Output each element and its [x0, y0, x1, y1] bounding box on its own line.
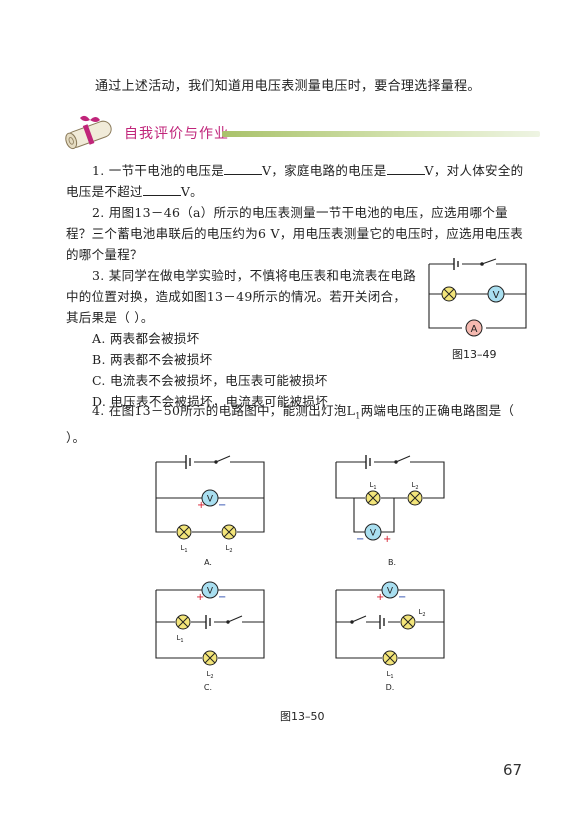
question-3-stem: 3. 某同学在做电学实验时，不慎将电压表和电流表在电路中的位置对换，造成如图13…	[66, 268, 417, 325]
circuit-c: V + − L1 L2 C.	[155, 581, 265, 692]
circuit-d: V + − L2 L1 D.	[335, 581, 445, 692]
q1-text-a: 1. 一节干电池的电压是	[92, 163, 224, 178]
section-divider	[222, 131, 540, 137]
question-2: 2. 用图13－46（a）所示的电压表测量一节干电池的电压，应选用哪个量程？三个…	[66, 205, 524, 262]
q1-blank-3	[142, 183, 181, 196]
scroll-icon	[65, 115, 112, 150]
fig50-caption: 图13–50	[280, 710, 325, 723]
circuit-b-minus: −	[356, 534, 364, 545]
fig49-ammeter-label: A	[471, 324, 478, 335]
page-number: 67	[503, 761, 523, 779]
fig49-ammeter	[465, 319, 483, 337]
fig49-voltmeter-label: V	[493, 290, 500, 301]
circuit-a-lamp-2	[221, 524, 237, 540]
circuit-c-lamp-1	[175, 614, 191, 630]
q3-option-c: C. 电流表不会被损坏，电压表可能被损坏	[92, 373, 328, 388]
circuit-c-meter: V	[207, 587, 214, 597]
circuit-c-label: C.	[204, 683, 212, 692]
q1-text-c: V，对人体安全的电压是不超过	[66, 163, 524, 199]
question-3-options: A. 两表都会被损坏 B. 两表都不会被损坏 C. 电流表不会被损坏，电压表可能…	[92, 328, 328, 412]
circuit-b-plus: +	[383, 534, 391, 545]
circuit-c-lamp-2-label: L2	[206, 670, 213, 680]
circuit-d-plus: +	[376, 592, 384, 603]
circuit-a-meter: V	[207, 495, 214, 505]
circuit-c-lamp-2	[202, 650, 218, 666]
circuit-a-lamp-1-label: L1	[180, 544, 187, 554]
q4-text-a: 4. 在图13－50所示的电路图中，能测出灯泡L	[92, 403, 356, 418]
circuit-a-label: A.	[204, 558, 212, 567]
q3-option-b: B. 两表都不会被损坏	[92, 352, 213, 367]
section-header: 自我评价与作业	[60, 112, 540, 152]
fig49-caption: 图13–49	[452, 348, 497, 361]
q1-blank-2	[386, 162, 425, 175]
q1-text-b: V，家庭电路的电压是	[262, 163, 387, 178]
q4-text-b: 两端电压的正确电路图是（ ）。	[66, 403, 515, 445]
circuit-b-lamp-1-label: L1	[369, 481, 376, 491]
q3-option-a: A. 两表都会被损坏	[92, 331, 200, 346]
section-title: 自我评价与作业	[124, 126, 229, 142]
circuit-a-minus: −	[218, 500, 226, 511]
fig49-lamp	[441, 286, 457, 302]
circuit-b-label: B.	[388, 558, 396, 567]
circuit-c-lamp-1-label: L1	[176, 634, 183, 644]
circuit-b: L1 L2 V − + B.	[335, 455, 445, 567]
q3-option-d: D. 电压表不会被损坏，电流表可能被损坏	[92, 394, 329, 409]
circuit-d-label: D.	[386, 683, 395, 692]
circuit-a-lamp-2-label: L2	[225, 544, 232, 554]
q4-sub: 1	[355, 411, 361, 421]
figure-13-50: V + − L1 L2 A. L1 L2 V − + B.	[155, 455, 445, 692]
circuit-d-lamp-1	[382, 650, 398, 666]
circuit-b-lamp-2	[407, 490, 423, 506]
q1-text-d: V。	[180, 184, 203, 199]
circuit-d-lamp-1-label: L1	[386, 670, 393, 680]
circuit-d-minus: −	[398, 592, 406, 603]
circuit-a: V + − L1 L2 A.	[155, 455, 265, 567]
circuit-b-meter: V	[370, 529, 377, 539]
circuit-b-lamp-2-label: L2	[411, 481, 418, 491]
fig49-voltmeter	[487, 285, 505, 303]
q1-blank-1	[224, 162, 262, 175]
intro-text: 通过上述活动，我们知道用电压表测量电压时，要合理选择量程。	[95, 79, 481, 94]
circuit-c-plus: +	[196, 592, 204, 603]
figure-13-49: V A	[428, 258, 527, 337]
circuit-c-minus: −	[218, 592, 226, 603]
question-4: 4. 在图13－50所示的电路图中，能测出灯泡L1两端电压的正确电路图是（ ）。	[66, 400, 524, 448]
circuit-a-lamp-1	[176, 524, 192, 540]
circuit-d-lamp-2	[400, 614, 416, 630]
circuit-d-meter: V	[387, 587, 394, 597]
circuit-b-lamp-1	[365, 490, 381, 506]
circuit-d-lamp-2-label: L2	[418, 608, 425, 618]
circuit-a-plus: +	[197, 500, 205, 511]
